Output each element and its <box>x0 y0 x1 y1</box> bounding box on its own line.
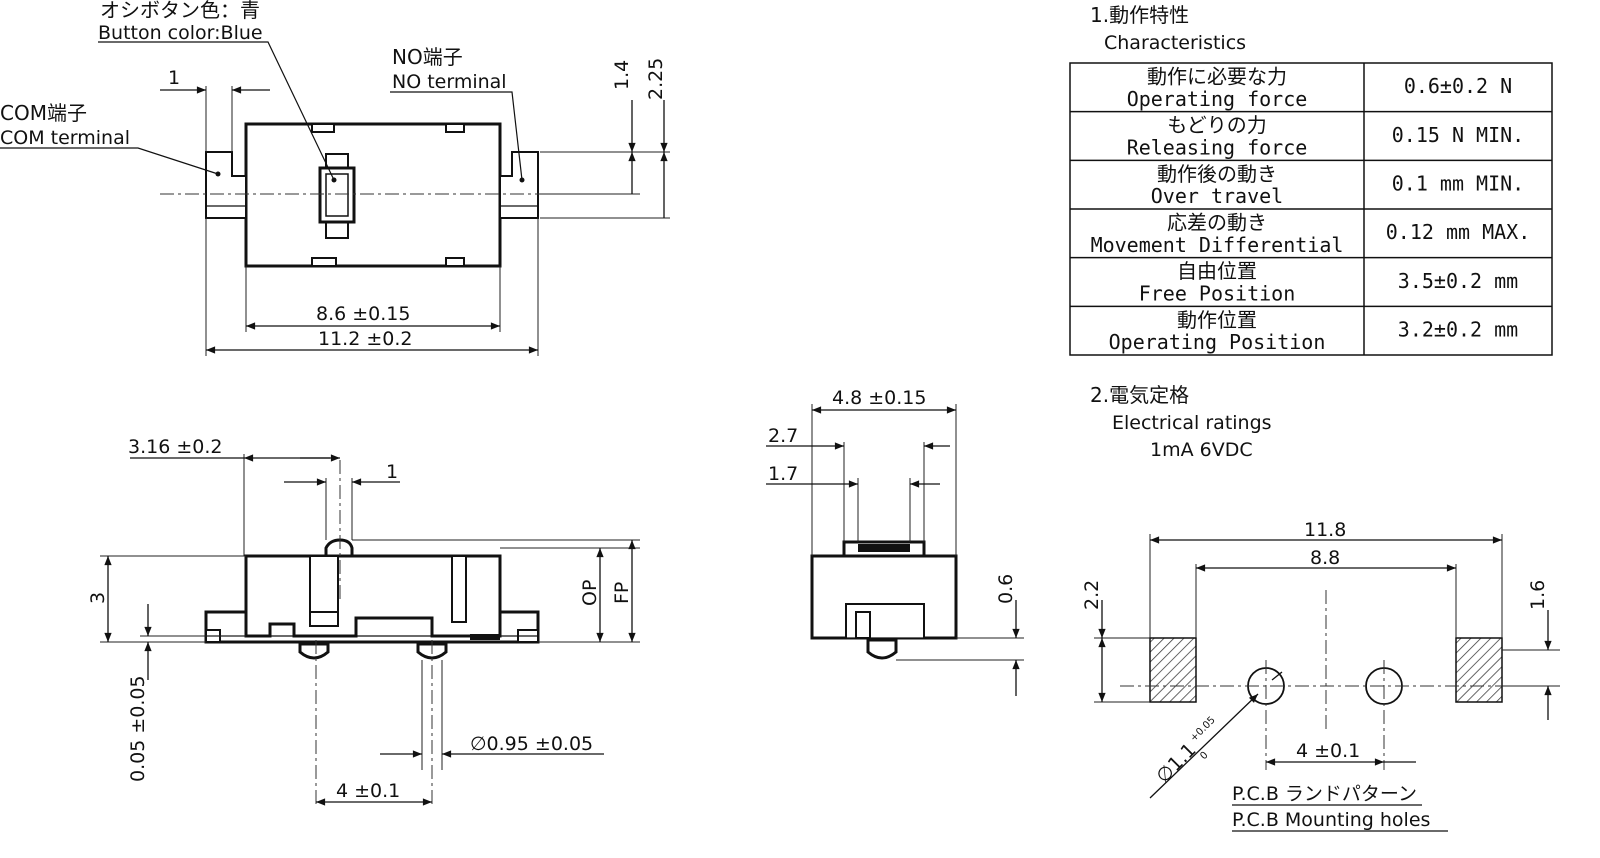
bottom-tab <box>311 257 337 267</box>
characteristics-section: 1.動作特性 Characteristics 動作に必要な力Operating … <box>1069 3 1553 356</box>
char-row-value: 0.12 mm MAX. <box>1386 220 1531 244</box>
char-row-value: 0.15 N MIN. <box>1392 123 1524 147</box>
dim-label: 1.7 <box>768 463 798 485</box>
ratings-title-en: Electrical ratings <box>1112 412 1272 434</box>
char-row-value: 3.2±0.2 mm <box>1398 318 1518 342</box>
char-row-label-jp: 動作に必要な力 <box>1147 64 1287 88</box>
dim-label: 11.8 <box>1304 519 1346 541</box>
dim-label: 1.6 <box>1527 580 1549 610</box>
char-row-label-en: Operating Position <box>1109 330 1326 354</box>
no-terminal-label-en: NO terminal <box>392 71 507 93</box>
characteristics-title-jp: 1.動作特性 <box>1090 3 1189 27</box>
com-terminal-label-en: COM terminal <box>0 127 130 149</box>
pcb-title-jp: P.C.B ランドパターン <box>1232 783 1417 805</box>
side-view: 4.8 ±0.15 2.7 1.7 0.6 <box>766 387 1024 696</box>
char-row-label-jp: もどりの力 <box>1167 113 1267 137</box>
dim-label: 2.7 <box>768 425 798 447</box>
front-plunger <box>324 538 354 558</box>
com-terminal <box>205 151 247 219</box>
pcb-pad-right <box>1455 637 1503 703</box>
dim-label: 4 ±0.1 <box>336 780 400 802</box>
front-view: 3.16 ±0.2 1 3 OP FP 0.05 ±0.05 ∅0.95 ±0.… <box>87 436 640 806</box>
dim-label: 2.2 <box>1081 580 1103 610</box>
dim-label: 0.05 ±0.05 <box>127 675 149 782</box>
char-row-value: 0.1 mm MIN. <box>1392 172 1524 196</box>
dim-label: 1 <box>386 461 398 483</box>
characteristics-title-en: Characteristics <box>1104 32 1246 54</box>
dim-label: 3 <box>87 592 109 604</box>
ratings-title-jp: 2.電気定格 <box>1090 383 1189 407</box>
dim-label: 4.8 ±0.15 <box>832 387 926 409</box>
bottom-tab <box>445 257 465 267</box>
dim-label: 1.4 <box>611 60 633 90</box>
char-row-label-en: Operating force <box>1127 87 1308 111</box>
char-row-label-en: Releasing force <box>1127 135 1308 159</box>
button-color-label-jp: オシボタン色：青 <box>100 0 260 22</box>
dim-label: ∅0.95 ±0.05 <box>470 733 593 755</box>
dim-label-fp: FP <box>611 582 633 604</box>
dim-label: 11.2 ±0.2 <box>318 328 412 350</box>
no-terminal <box>499 151 539 219</box>
char-row-label-jp: 応差の動き <box>1167 210 1267 234</box>
button-color-label-en: Button color:Blue <box>98 22 263 44</box>
char-row-label-en: Free Position <box>1139 281 1296 305</box>
char-row-label-en: Over travel <box>1151 184 1283 208</box>
dim-label: 3.16 ±0.2 <box>128 436 222 458</box>
dim-label: 0.6 <box>995 574 1017 604</box>
no-terminal-label-jp: NO端子 <box>392 45 463 69</box>
char-row-label-jp: 自由位置 <box>1177 259 1257 283</box>
char-row-label-jp: 動作後の動き <box>1157 162 1277 186</box>
pcb-diameter-label: ∅1.1 <box>1152 739 1201 788</box>
dim-label: 8.6 ±0.15 <box>316 303 410 325</box>
pcb-pad-left <box>1149 637 1197 703</box>
char-row-value: 0.6±0.2 N <box>1404 74 1512 98</box>
dim-label-op: OP <box>579 580 601 606</box>
dim-label: 1 <box>168 67 180 89</box>
side-pin <box>866 638 898 660</box>
char-row-label-en: Movement Differential <box>1091 233 1344 257</box>
top-tab <box>445 123 465 133</box>
ratings-value: 1mA 6VDC <box>1150 439 1253 461</box>
dim-label: 2.25 <box>645 58 667 100</box>
dim-label: 8.8 <box>1310 547 1340 569</box>
com-terminal-label-jp: COM端子 <box>0 101 87 125</box>
front-pin <box>298 642 330 660</box>
ratings-section: 2.電気定格 Electrical ratings 1mA 6VDC <box>1090 383 1272 461</box>
char-row-value: 3.5±0.2 mm <box>1398 269 1518 293</box>
pcb-diameter-tol-up: +0.05 <box>1188 715 1217 744</box>
pcb-diameter-tol-low: 0 <box>1198 750 1210 762</box>
top-view: 1 1.4 2.25 8.6 ±0.15 11.2 ±0.2 オシボタン色：青 … <box>0 0 670 356</box>
pcb-section: 11.8 8.8 2.2 1.6 ∅1.1 +0.05 0 4 ±0.1 P.C… <box>1081 519 1560 832</box>
top-body <box>244 122 502 268</box>
pcb-title-en: P.C.B Mounting holes <box>1232 809 1430 831</box>
top-tab <box>311 123 335 133</box>
push-button-plunger <box>318 166 356 224</box>
char-row-label-jp: 動作位置 <box>1177 308 1257 332</box>
dim-label: 4 ±0.1 <box>1296 740 1360 762</box>
